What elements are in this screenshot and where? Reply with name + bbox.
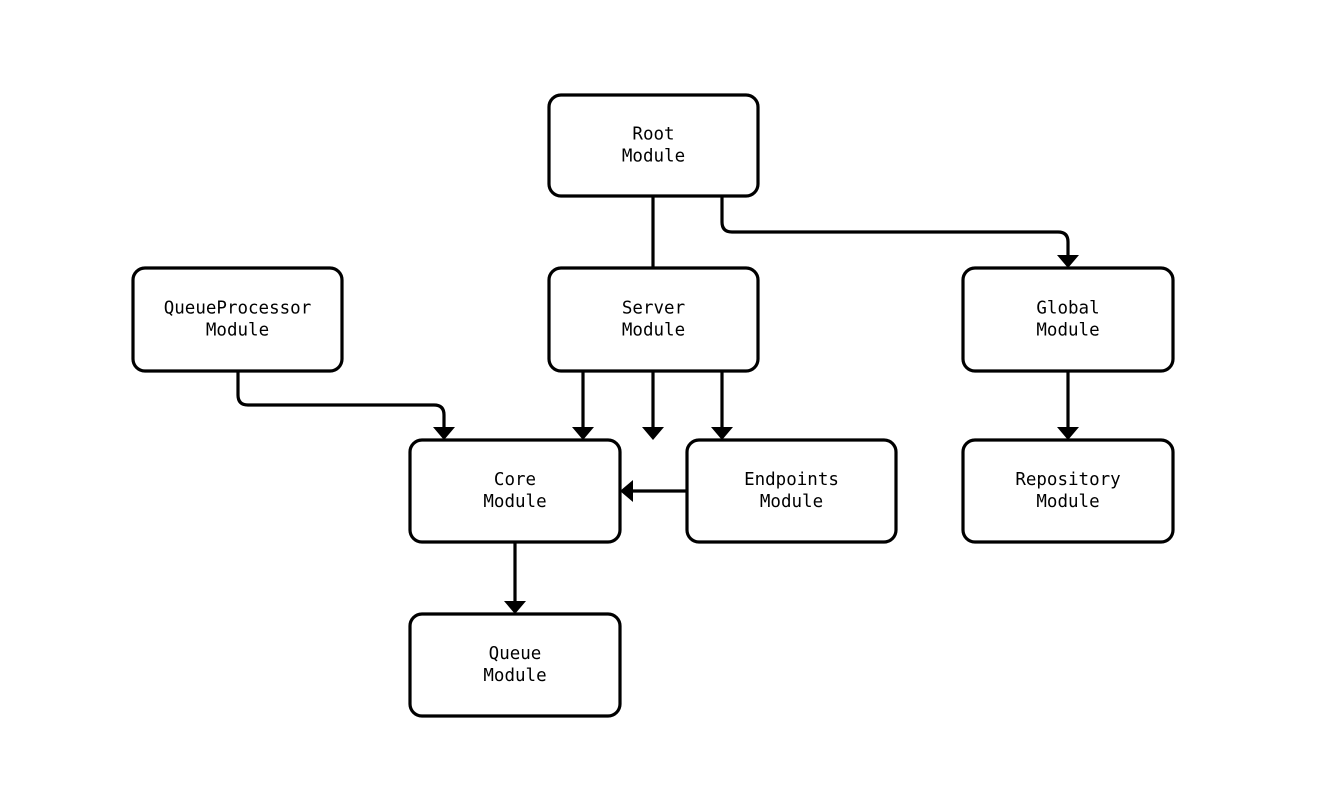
node-label-name: Root [632,125,674,145]
nodes-layer: RootModuleQueueProcessorModuleServerModu… [131,93,1175,718]
node-box[interactable] [131,266,344,373]
edge-arrowhead [572,427,594,440]
edge-server-to-endpoints [711,371,733,440]
edge-arrowhead [433,427,455,440]
edge-arrowhead [1057,427,1079,440]
node-label-suffix: Module [622,147,685,167]
edge-line [720,196,1070,258]
node-box[interactable] [408,612,622,718]
node-label-name: QueueProcessor [164,299,312,319]
node-label-name: Repository [1015,470,1120,490]
edge-line [236,371,446,430]
node-label-name: Queue [489,644,542,664]
edge-endpoints-to-core [620,480,687,502]
node-box[interactable] [547,93,760,198]
edge-root-to-global [720,196,1079,268]
node-box[interactable] [961,266,1175,373]
node-label-suffix: Module [760,492,823,512]
edge-core-to-queue [504,542,526,614]
node-label-name: Global [1036,299,1099,319]
node-label-name: Core [494,470,536,490]
node-label-suffix: Module [1036,492,1099,512]
node-label-name: Endpoints [744,470,839,490]
node-label-suffix: Module [483,492,546,512]
edge-arrowhead [642,427,664,440]
edge-arrowhead [620,480,633,502]
edge-global-to-repository [1057,371,1079,440]
node-label-suffix: Module [483,666,546,686]
node-label-suffix: Module [622,321,685,341]
edges-layer [236,196,1079,614]
edge-arrowhead [711,427,733,440]
node-box[interactable] [408,438,622,544]
edge-queueprocessor-to-core [236,371,455,440]
node-box[interactable] [685,438,898,544]
node-label-suffix: Module [1036,321,1099,341]
edge-server-to-core [572,371,594,440]
node-label-suffix: Module [206,321,269,341]
node-label-name: Server [622,299,685,319]
edge-arrowhead [504,601,526,614]
node-box[interactable] [961,438,1175,544]
edge-arrowhead [1057,255,1079,268]
node-box[interactable] [547,266,760,373]
